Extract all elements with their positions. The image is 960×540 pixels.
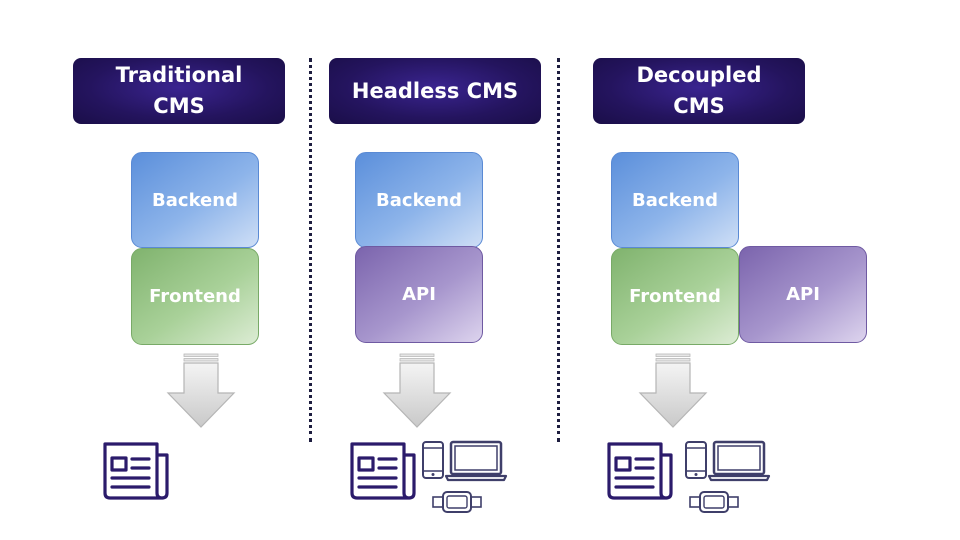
column-divider-right (557, 58, 560, 442)
headless-backend-label: Backend (376, 189, 462, 211)
decoupled-cms-title: Decoupled CMS (593, 58, 805, 124)
traditional-cms-title-text: Traditional CMS (115, 63, 243, 118)
smartwatch-icon (689, 491, 739, 513)
column-divider-left (309, 58, 312, 442)
decoupled-backend-label: Backend (632, 189, 718, 211)
decoupled-frontend-label: Frontend (629, 286, 721, 307)
traditional-backend-block: Backend (131, 152, 259, 248)
smartphone-icon (422, 441, 444, 479)
traditional-cms-title: Traditional CMS (73, 58, 285, 124)
newspaper-icon (350, 442, 416, 500)
smartphone-icon (685, 441, 707, 479)
laptop-icon (707, 440, 771, 482)
smartwatch-icon (432, 491, 482, 513)
decoupled-api-block: API (739, 246, 867, 343)
decoupled-backend-block: Backend (611, 152, 739, 248)
newspaper-icon (103, 442, 169, 500)
headless-backend-block: Backend (355, 152, 483, 248)
down-arrow-icon (638, 353, 708, 428)
decoupled-frontend-block: Frontend (611, 248, 739, 345)
traditional-frontend-block: Frontend (131, 248, 259, 345)
traditional-backend-label: Backend (152, 189, 238, 211)
decoupled-api-label: API (786, 284, 820, 305)
down-arrow-icon (382, 353, 452, 428)
headless-api-block: API (355, 246, 483, 343)
headless-cms-title: Headless CMS (329, 58, 541, 124)
headless-api-label: API (402, 284, 436, 305)
newspaper-icon (607, 442, 673, 500)
decoupled-cms-title-text: Decoupled CMS (636, 63, 762, 118)
down-arrow-icon (166, 353, 236, 428)
laptop-icon (444, 440, 508, 482)
traditional-frontend-label: Frontend (149, 286, 241, 307)
headless-cms-title-text: Headless CMS (351, 78, 519, 103)
